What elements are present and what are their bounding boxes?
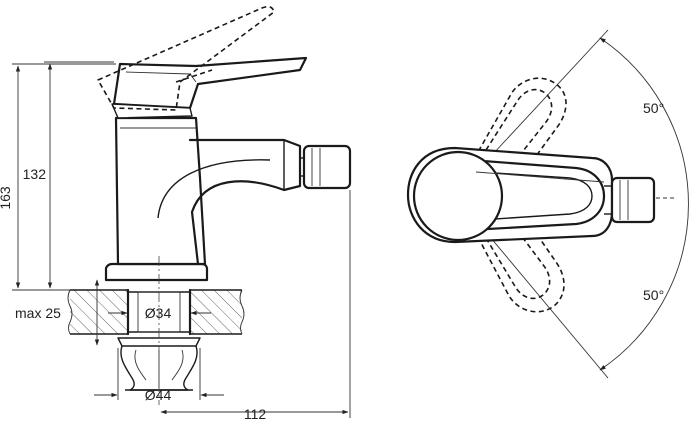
dim-reach-label: 112	[244, 406, 267, 422]
angle-upper-label: 50°	[643, 100, 664, 116]
dim-max-thickness: max 25	[15, 279, 100, 346]
dim-body-height-label: 132	[23, 166, 47, 182]
dim-hole-diameter-label: Ø34	[145, 305, 172, 321]
side-view: 163 132 max 25 Ø34 Ø44	[0, 5, 352, 422]
faucet-body	[114, 116, 352, 266]
handle-rotated-left	[469, 77, 567, 179]
top-view: 50° 50°	[406, 29, 689, 379]
lever-raised-position	[97, 5, 275, 111]
dim-nut-diameter-label: Ø44	[145, 387, 172, 403]
dim-body-height: 132	[23, 61, 114, 289]
handle-center	[412, 150, 606, 242]
dim-overall-height: 163	[0, 63, 116, 291]
dim-overall-height-label: 163	[0, 186, 13, 210]
angle-lower-label: 50°	[643, 287, 664, 303]
aerator	[302, 144, 352, 190]
handle-rotated-right	[469, 209, 565, 313]
dim-reach: 112	[160, 190, 351, 422]
dim-max-thickness-label: max 25	[15, 305, 61, 321]
aerator-top	[604, 176, 656, 224]
dim-hole-diameter: Ø34	[108, 305, 211, 321]
base-flange	[104, 262, 209, 282]
dim-nut-diameter: Ø44	[94, 348, 224, 403]
